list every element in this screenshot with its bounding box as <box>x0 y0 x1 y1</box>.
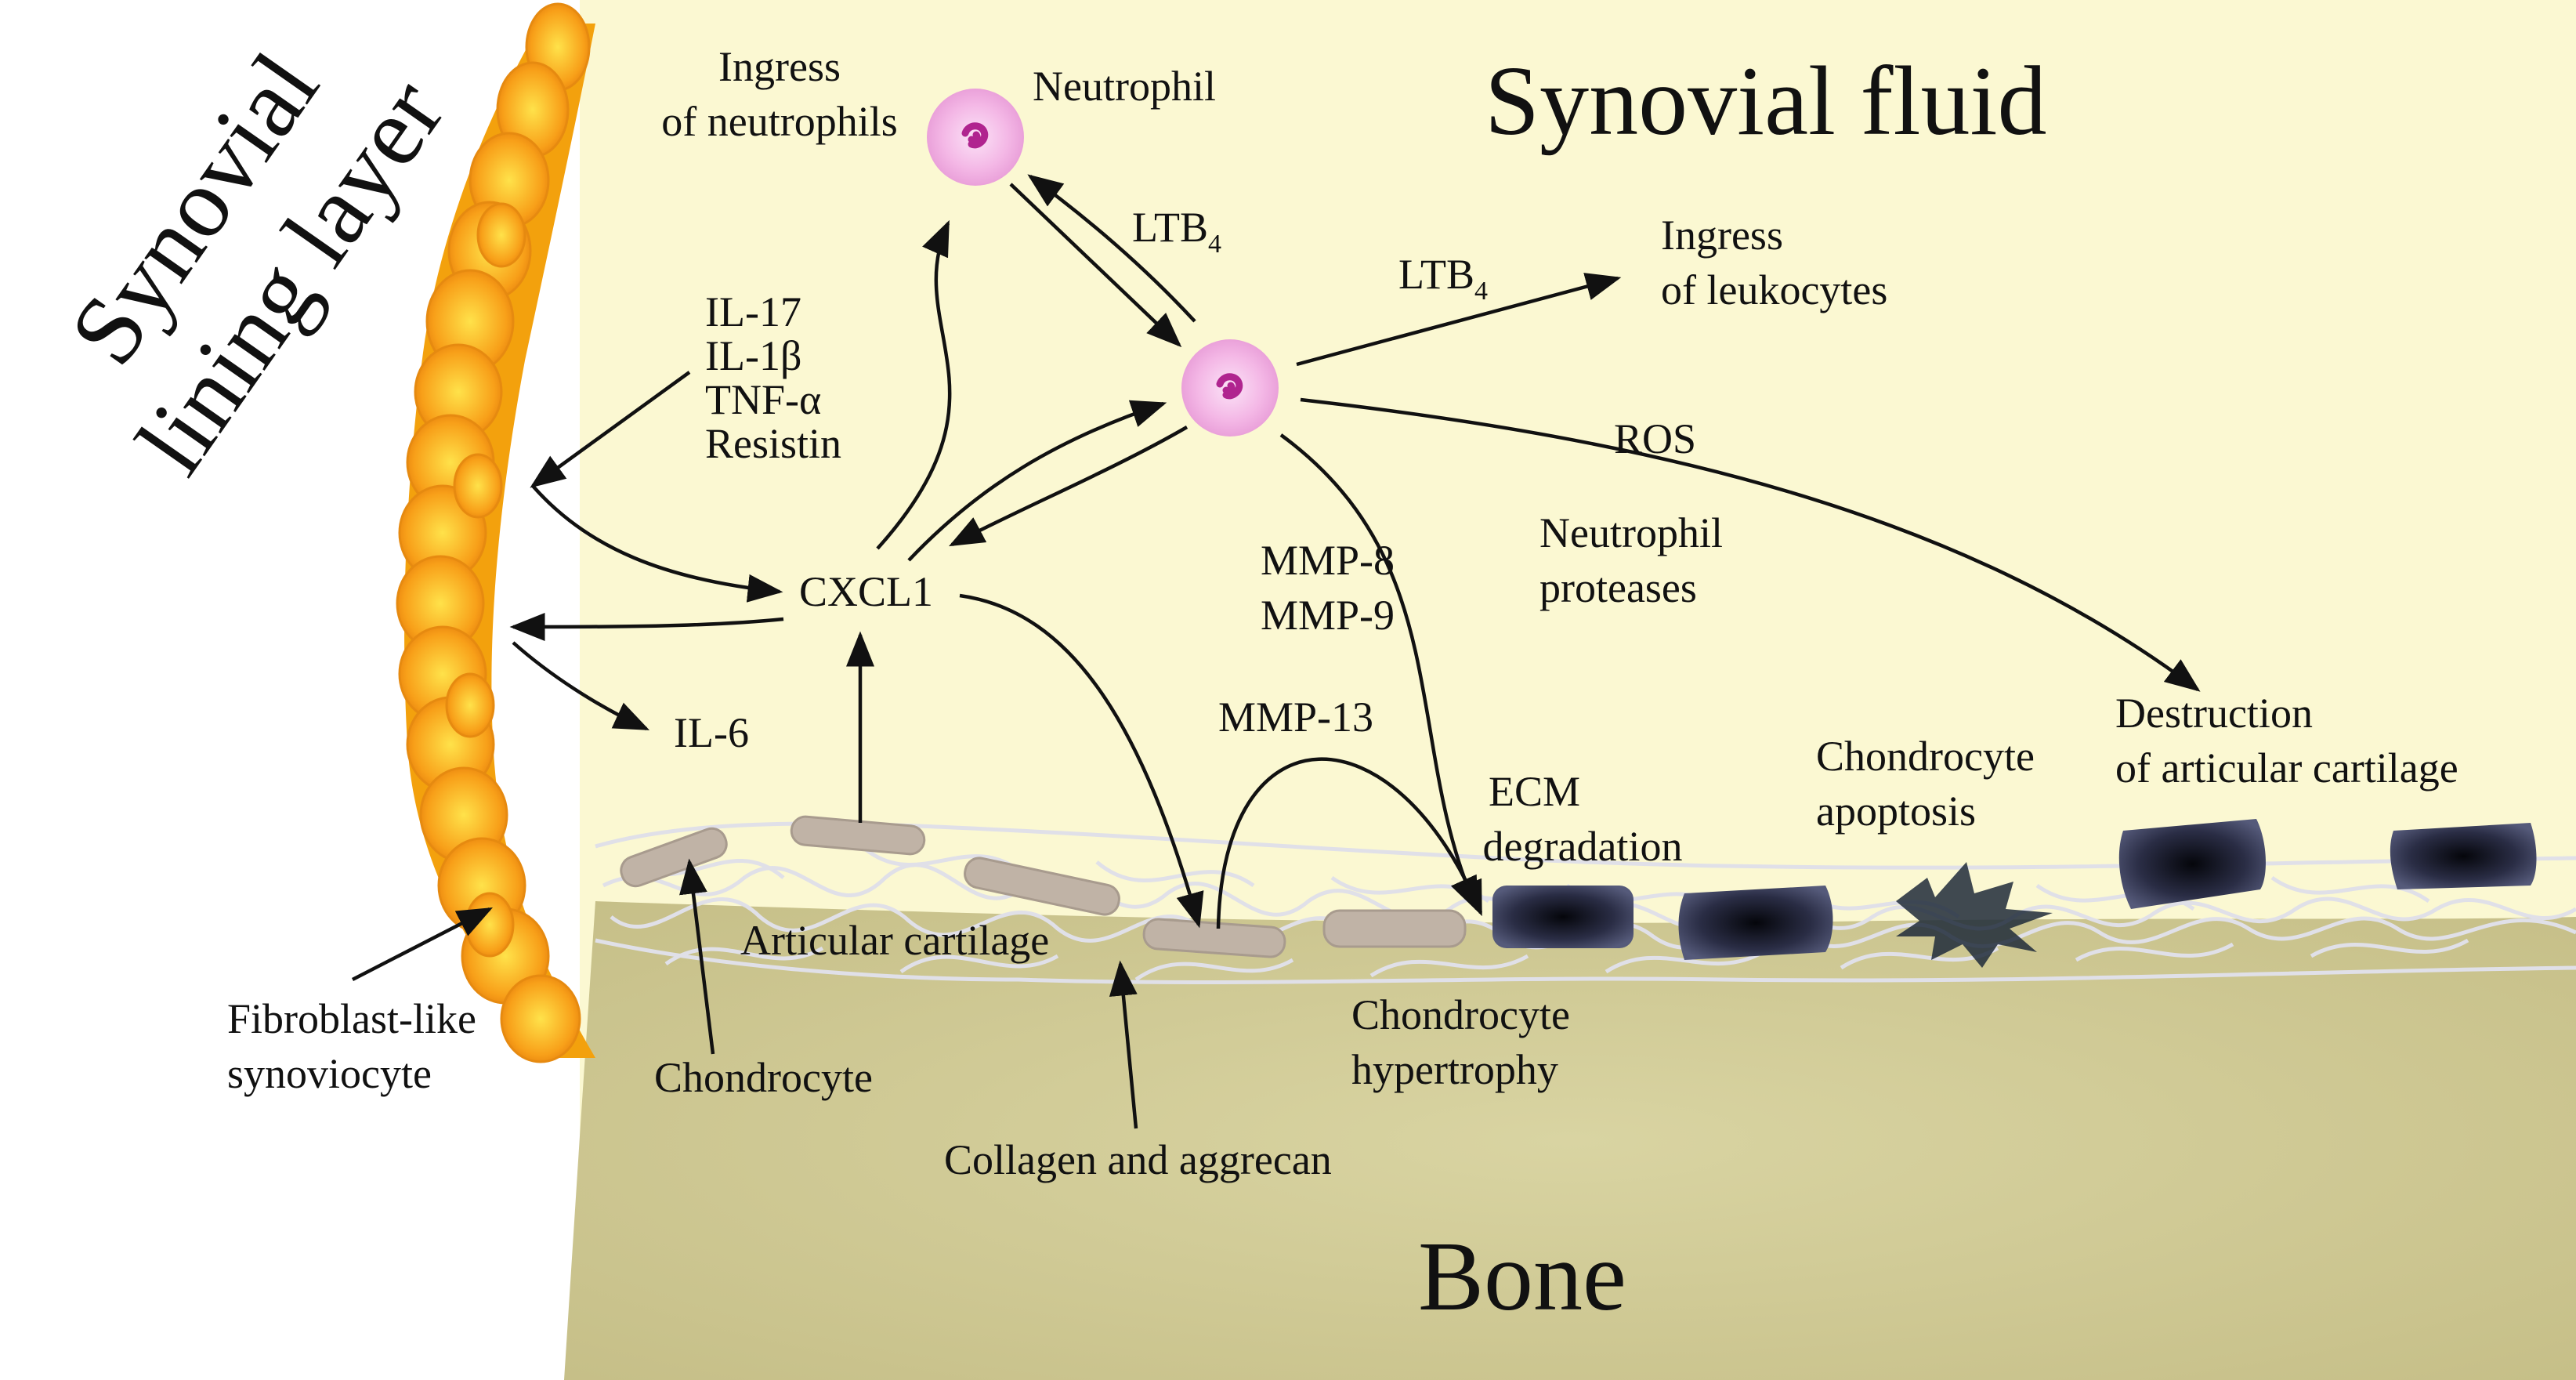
ingress-neutrophils-label: Ingress of neutrophils <box>661 43 898 145</box>
arrow-cytokines-to-lining <box>530 371 691 488</box>
hypertrophic-chondrocytes <box>1492 819 2537 968</box>
arrow-lining-to-il6 <box>512 641 650 731</box>
neutrophil-center <box>1181 339 1279 436</box>
arrow-neutrophil-to-destruction <box>1300 397 2201 692</box>
chondrocyte-label: Chondrocyte <box>654 1054 873 1101</box>
cxcl1-label: CXCL1 <box>799 568 934 615</box>
chondrocyte-hypertrophy-label: Chondrocyte hypertrophy <box>1351 991 1570 1093</box>
arrow-center-to-neutrophil-top <box>1027 174 1196 323</box>
arrow-collagen-pointer <box>1109 960 1138 1129</box>
arrow-neutrophil-top-to-center <box>1009 183 1182 348</box>
chondrocyte-apoptosis-label: Chondrocyte apoptosis <box>1816 733 2035 835</box>
ltb4-label-top: LTB4 <box>1132 204 1222 259</box>
il6-label: IL-6 <box>674 709 749 756</box>
ros-label: ROS <box>1614 415 1697 462</box>
bone-region <box>564 901 2576 1380</box>
mmp13-label: MMP-13 <box>1218 694 1374 741</box>
normal-chondrocytes <box>620 815 1467 958</box>
arrow-cxcl1-to-neutrophil-center <box>907 400 1167 562</box>
cytokines-label: IL-17 IL-1β TNF-α Resistin <box>705 288 842 467</box>
neutrophil-proteases-label: Neutrophil proteases <box>1539 509 1723 611</box>
fibroblast-label: Fibroblast-like synoviocyte <box>227 995 476 1097</box>
collagen-aggrecan-label: Collagen and aggrecan <box>944 1136 1332 1183</box>
bone-title: Bone <box>1418 1222 1626 1331</box>
arrow-cxcl1-to-neutrophil-top <box>876 219 952 550</box>
ingress-leukocytes-label: Ingress of leukocytes <box>1661 212 1888 313</box>
destruction-cartilage-label: Destruction of articular cartilage <box>2115 690 2458 791</box>
arrow-mmp13-to-ecm <box>1216 757 1483 929</box>
synovial-fluid-title: Synovial fluid <box>1485 47 2047 156</box>
ltb4-label-right: LTB4 <box>1398 251 1489 306</box>
arrow-cxcl1-to-cartilage <box>959 593 1204 929</box>
arrow-chondrocyte-pointer <box>679 858 715 1055</box>
neutrophil-label: Neutrophil <box>1033 63 1216 110</box>
articular-cartilage-label: Articular cartilage <box>740 917 1050 964</box>
ecm-degradation-label: ECM degradation <box>1482 768 1683 870</box>
arrow-lining-to-cxcl1 <box>531 484 783 603</box>
mmp-8-9-label: MMP-8 MMP-9 <box>1260 537 1395 639</box>
synovial-lining-layer <box>396 2 595 1063</box>
neutrophil-top <box>927 89 1024 186</box>
arrow-fibroblast-pointer <box>351 907 494 982</box>
arrow-cxcl1-to-lining <box>509 612 784 641</box>
arrow-neutrophil-to-leukocytes <box>1296 273 1622 367</box>
arrow-neutrophil-center-to-cxcl1 <box>949 426 1189 547</box>
arrow-neutrophil-to-ecm <box>1279 433 1479 913</box>
